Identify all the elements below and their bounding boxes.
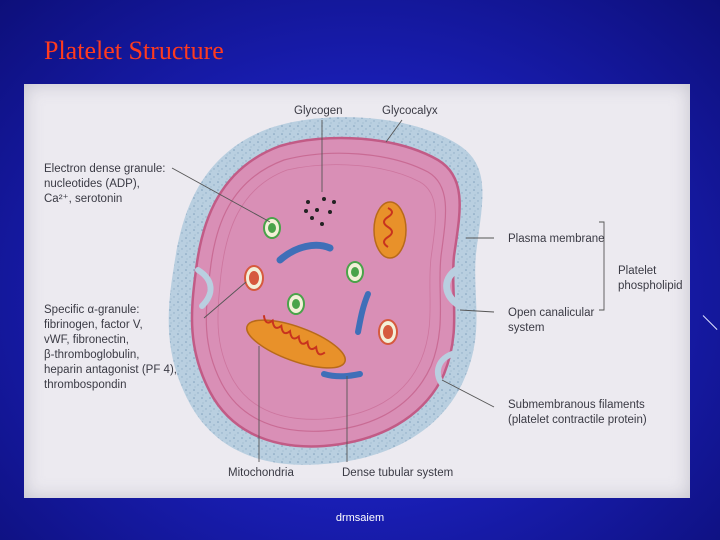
- platelet-diagram: Glycogen Glycocalyx Electron dense granu…: [44, 105, 683, 479]
- platelet-diagram-photo: Glycogen Glycocalyx Electron dense granu…: [24, 84, 690, 498]
- dense-granule-2: [346, 261, 364, 283]
- open-canalicular-channel-3: [195, 267, 214, 309]
- mitochondrion-upper: [373, 201, 407, 259]
- dense-tubular-segment-3: [321, 371, 363, 380]
- label-glycocalyx: Glycocalyx: [382, 105, 438, 117]
- mitochondrion-lower: [246, 315, 346, 369]
- label-dense-granule-line2: nucleotides (ADP),: [44, 178, 140, 190]
- dense-tubular-segment: [276, 241, 334, 264]
- label-alpha-granule-line2: fibrinogen, factor V,: [44, 319, 143, 331]
- dense-granule: [263, 217, 281, 239]
- submembranous-ring: [205, 152, 447, 432]
- label-alpha-granule-line5: heparin antagonist (PF 4),: [44, 364, 177, 376]
- alpha-granule: [244, 265, 264, 291]
- label-alpha-granule-line6: thrombospondin: [44, 379, 126, 391]
- label-dense-granule-line3: Ca²⁺, serotonin: [44, 193, 122, 205]
- label-plasma-membrane: Plasma membrane: [508, 233, 605, 245]
- glycogen-particles: [304, 197, 336, 226]
- slide-title: Platelet Structure: [44, 36, 224, 65]
- label-open-canalicular-line2: system: [508, 322, 544, 334]
- label-dense-tubular-system: Dense tubular system: [342, 467, 453, 479]
- label-glycogen: Glycogen: [294, 105, 343, 117]
- dense-tubular-segment-2: [355, 291, 371, 335]
- label-submembranous-line2: (platelet contractile protein): [508, 414, 647, 426]
- label-alpha-granule-line1: Specific α-granule:: [44, 304, 140, 316]
- dense-granule-3: [287, 293, 305, 315]
- alpha-granule-2: [378, 319, 398, 345]
- label-alpha-granule-line3: vWF, fibronectin,: [44, 334, 129, 346]
- label-submembranous-line1: Submembranous filaments: [508, 399, 645, 411]
- cytoplasm: [191, 137, 460, 447]
- label-platelet-phospholipid-line2: phospholipid: [618, 280, 683, 292]
- label-mitochondria: Mitochondria: [228, 467, 294, 479]
- leader-lines: [171, 119, 605, 462]
- label-alpha-granule-line4: β-thromboglobulin,: [44, 349, 139, 361]
- label-platelet-phospholipid-line1: Platelet: [618, 265, 657, 277]
- label-dense-granule-line1: Electron dense granule:: [44, 163, 165, 175]
- open-canalicular-channel-2: [434, 351, 455, 389]
- slide-footer: drmsaiem: [335, 512, 385, 524]
- label-open-canalicular-line1: Open canalicular: [508, 307, 594, 319]
- open-canalicular-channel: [443, 266, 464, 310]
- submembranous-ring-inner: [217, 164, 436, 420]
- slide-decoration-line: [702, 315, 718, 330]
